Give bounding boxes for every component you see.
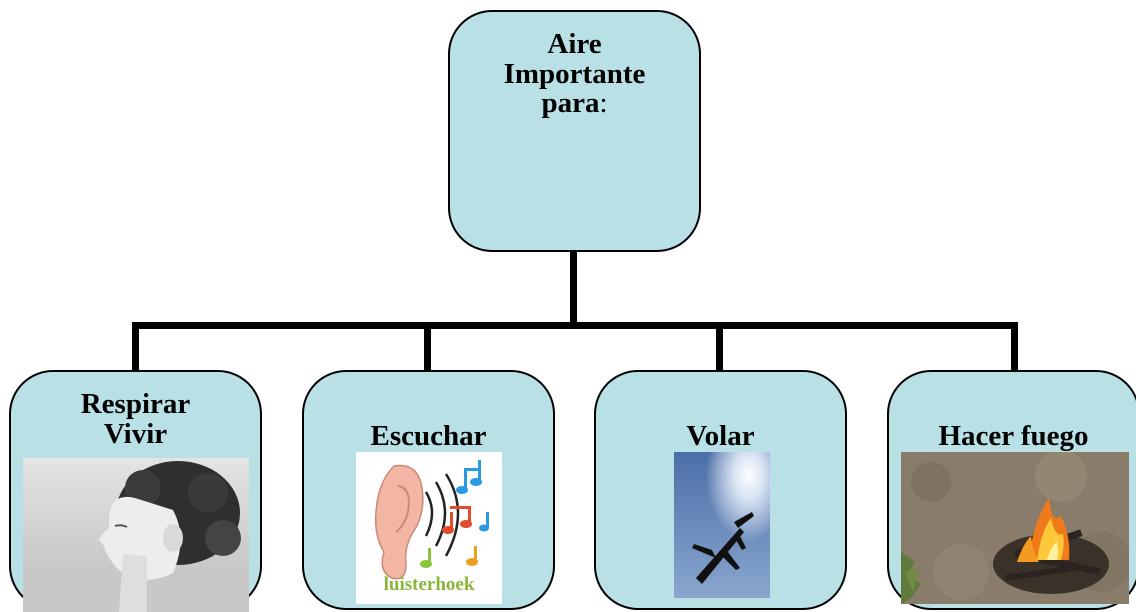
root-node: Aire Importante para: bbox=[448, 10, 701, 252]
root-line-3: para: bbox=[541, 87, 608, 120]
root-line-1: Aire bbox=[547, 28, 602, 60]
music-notes bbox=[420, 460, 489, 568]
connector-drop-3 bbox=[716, 322, 723, 372]
child-title-line-1: Escuchar bbox=[370, 420, 487, 452]
child-node-respirar: Respirar Vivir bbox=[9, 370, 262, 612]
ear-music-clipart: luisterhoek bbox=[356, 452, 502, 604]
root-line-2: Importante bbox=[503, 57, 646, 90]
child-node-title: Volar bbox=[596, 420, 845, 452]
root-node-title: Aire Importante para: bbox=[450, 28, 699, 120]
connector-root-stem bbox=[570, 250, 577, 326]
airplane-icon bbox=[692, 512, 754, 584]
child-node-escuchar: Escuchar luisterhoek bbox=[302, 370, 555, 610]
campfire-photo bbox=[901, 452, 1129, 604]
child-face-photo bbox=[23, 458, 249, 612]
child-node-title: Hacer fuego bbox=[889, 420, 1136, 452]
child-node-title: Escuchar bbox=[304, 420, 553, 452]
child-title-line-1: Hacer fuego bbox=[938, 420, 1089, 452]
connector-drop-2 bbox=[424, 322, 431, 372]
child-node-volar: Volar bbox=[594, 370, 847, 610]
connector-horizontal-bar bbox=[132, 322, 1018, 329]
connector-drop-4 bbox=[1011, 322, 1018, 372]
child-title-line-2: Vivir bbox=[103, 417, 168, 450]
child-node-hacer-fuego: Hacer fuego bbox=[887, 370, 1136, 610]
child-title-line-1: Respirar bbox=[80, 388, 191, 420]
airplane-sky-photo bbox=[674, 452, 770, 598]
child-title-line-1: Volar bbox=[686, 420, 755, 452]
child-node-title: Respirar Vivir bbox=[11, 388, 260, 450]
connector-drop-1 bbox=[132, 322, 139, 372]
image-caption: luisterhoek bbox=[383, 574, 475, 595]
